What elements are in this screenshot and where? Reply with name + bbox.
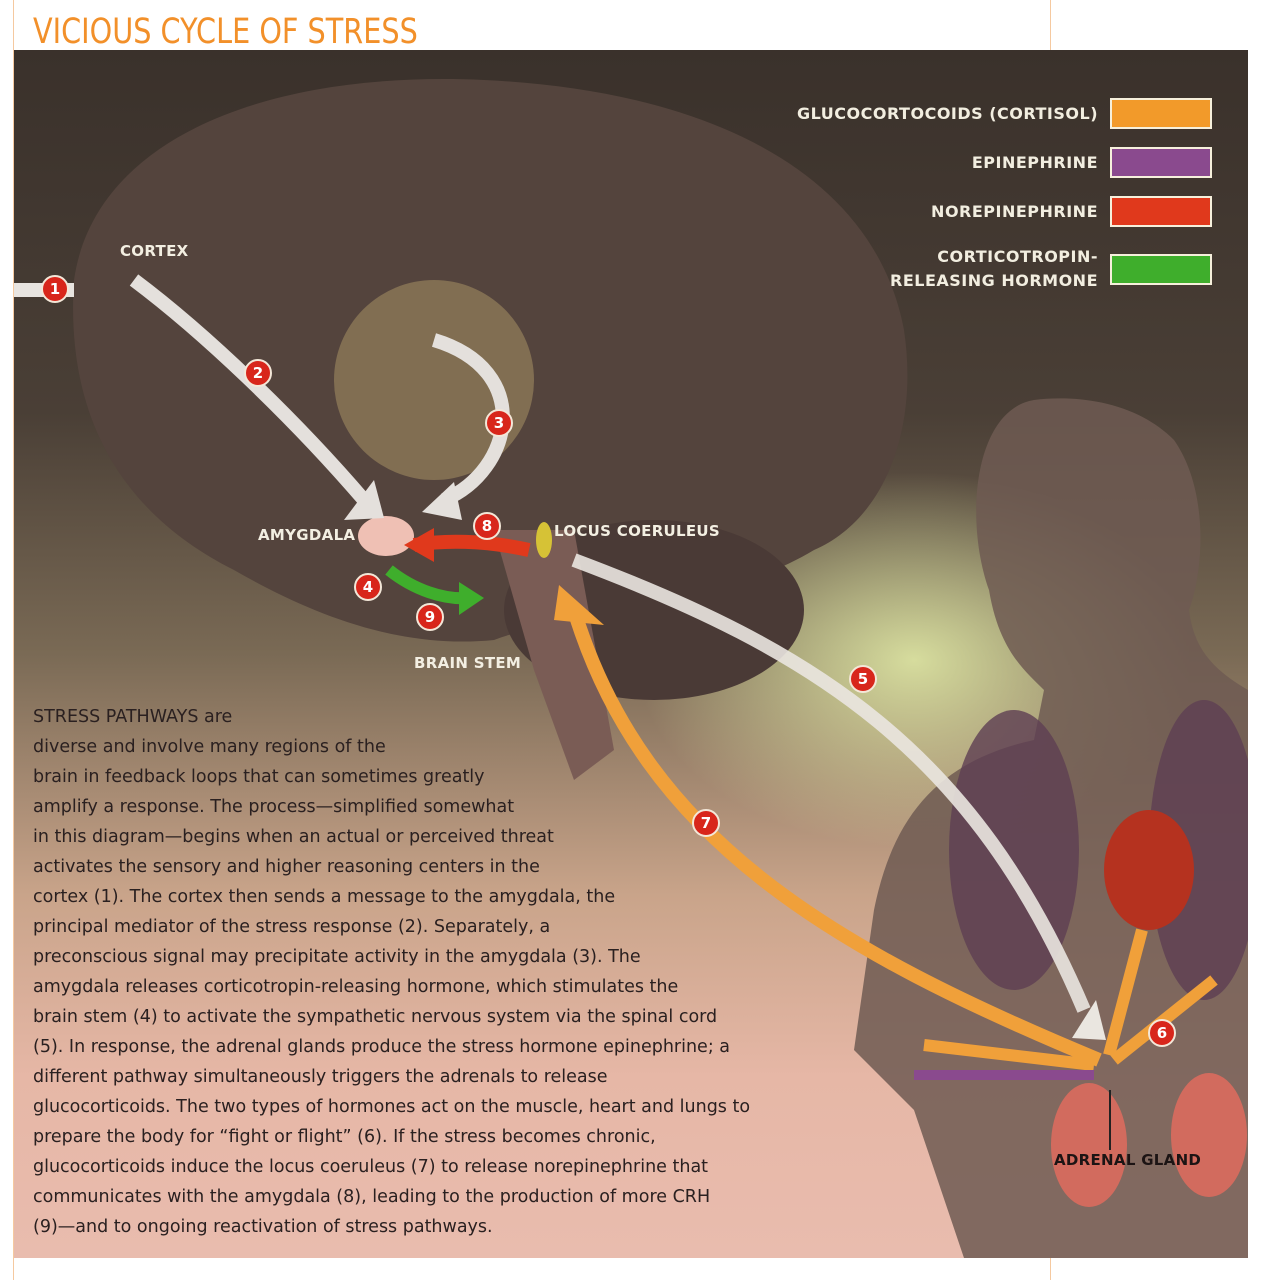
legend-swatch	[1110, 196, 1212, 227]
lung-right	[1149, 700, 1248, 1000]
legend: GLUCOCORTOCOIDS (CORTISOL) EPINEPHRINE N…	[797, 98, 1212, 311]
legend-item-glucocorticoids: GLUCOCORTOCOIDS (CORTISOL)	[797, 98, 1212, 129]
heart-icon	[1104, 810, 1194, 930]
legend-item-crh: CORTICOTROPIN-RELEASING HORMONE	[797, 245, 1212, 293]
arrow-6-heart	[1103, 928, 1148, 1057]
arrow-5	[571, 553, 1091, 1013]
legend-swatch	[1110, 253, 1212, 285]
step-badge-6: 6	[1148, 1019, 1176, 1047]
legend-swatch	[1110, 98, 1212, 129]
step-badge-1: 1	[41, 275, 69, 303]
page-rule-left	[13, 0, 14, 1280]
kidney-left	[1051, 1083, 1127, 1207]
step-badge-3: 3	[485, 409, 513, 437]
description-paragraph: STRESS PATHWAYS are diverse and involve …	[33, 707, 751, 1237]
kidney-right	[1171, 1073, 1247, 1197]
arrow-7	[567, 607, 1102, 1067]
legend-swatch	[1110, 147, 1212, 178]
label-cortex: CORTEX	[120, 242, 189, 260]
brain-stem	[494, 530, 614, 780]
page-title: VICIOUS CYCLE OF STRESS	[33, 12, 418, 52]
step-badge-8: 8	[473, 512, 501, 540]
legend-item-epinephrine: EPINEPHRINE	[797, 147, 1212, 178]
diagram-panel: GLUCOCORTOCOIDS (CORTISOL) EPINEPHRINE N…	[14, 50, 1248, 1258]
arrow-6-muscle	[923, 1039, 1095, 1071]
limbic-region	[334, 280, 534, 480]
label-locus-coeruleus: LOCUS COERULEUS	[554, 522, 721, 540]
step-badge-2: 2	[244, 359, 272, 387]
step-badge-9: 9	[416, 603, 444, 631]
label-adrenal-gland: ADRENAL GLAND	[1054, 1151, 1202, 1169]
illustration	[14, 79, 1248, 1258]
step-badge-4: 4	[354, 573, 382, 601]
label-amygdala: AMYGDALA	[258, 526, 356, 544]
amygdala-shape	[358, 516, 414, 556]
label-brain-stem: BRAIN STEM	[414, 654, 522, 672]
step-badge-5: 5	[849, 665, 877, 693]
legend-item-norepinephrine: NOREPINEPHRINE	[797, 196, 1212, 227]
locus-coeruleus-shape	[536, 522, 552, 558]
step-badge-7: 7	[692, 809, 720, 837]
